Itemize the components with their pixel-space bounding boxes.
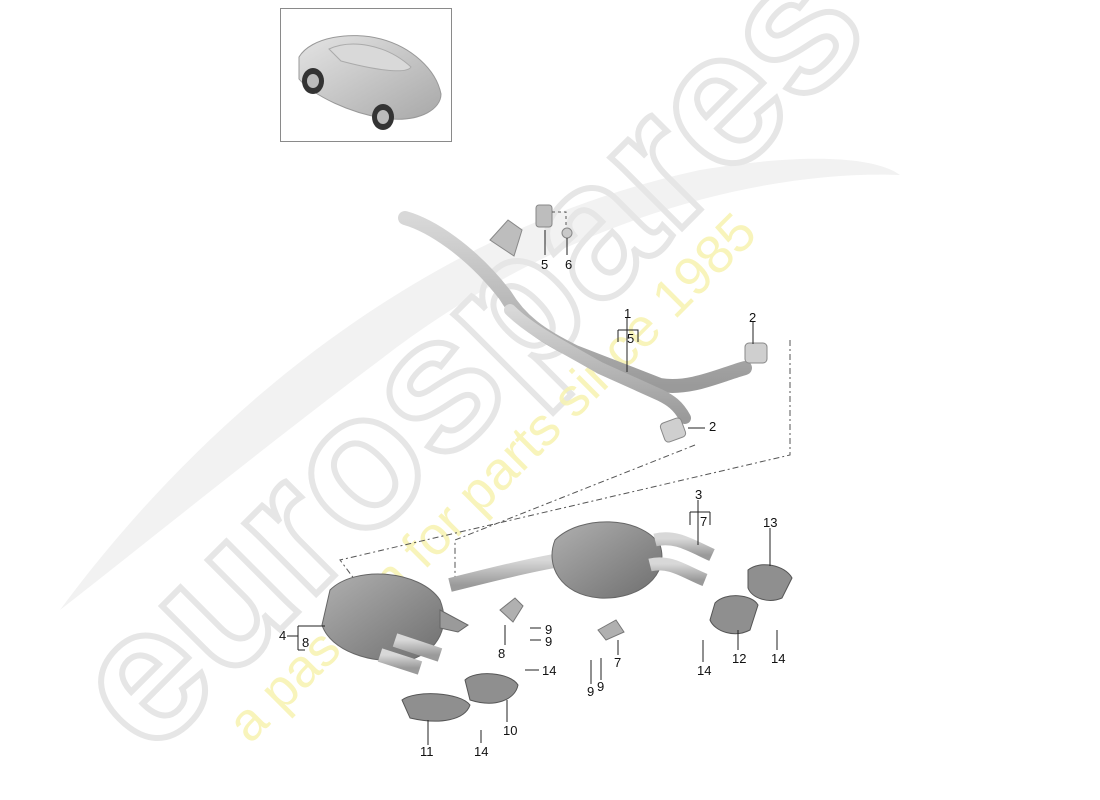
callout-14[interactable]: 14 bbox=[697, 663, 712, 678]
bracket-7[interactable] bbox=[597, 619, 625, 641]
callout-11[interactable]: 11 bbox=[420, 744, 434, 759]
callout-6[interactable]: 6 bbox=[565, 257, 573, 272]
hanger-bracket[interactable] bbox=[535, 204, 553, 228]
callout-8[interactable]: 8 bbox=[498, 646, 506, 661]
callout-10[interactable]: 10 bbox=[503, 723, 518, 738]
tailpipe-12[interactable] bbox=[709, 595, 759, 635]
callout-1[interactable]: 1 bbox=[624, 306, 632, 321]
tailpipe-13[interactable] bbox=[747, 564, 793, 601]
callout-9[interactable]: 9 bbox=[587, 684, 595, 699]
watermark-swoosh bbox=[60, 158, 900, 611]
centre-silencer[interactable] bbox=[448, 521, 715, 599]
leader-lines bbox=[287, 230, 778, 745]
vehicle-thumbnail bbox=[280, 8, 452, 142]
nut[interactable] bbox=[561, 227, 573, 239]
car-icon bbox=[298, 35, 442, 130]
callout-9[interactable]: 9 bbox=[545, 622, 553, 637]
clamp-lower[interactable] bbox=[659, 417, 687, 443]
callout-2[interactable]: 2 bbox=[749, 310, 757, 325]
callout-9[interactable]: 9 bbox=[597, 679, 605, 694]
tailpipe-11[interactable] bbox=[401, 693, 471, 722]
clamp-upper[interactable] bbox=[744, 342, 768, 364]
callout-4[interactable]: 4 bbox=[279, 628, 287, 643]
rear-silencer[interactable] bbox=[321, 573, 469, 675]
callout-12[interactable]: 12 bbox=[732, 651, 747, 666]
callout-8[interactable]: 8 bbox=[302, 635, 310, 650]
callout-5[interactable]: 5 bbox=[627, 331, 635, 346]
callout-13[interactable]: 13 bbox=[763, 515, 778, 530]
callout-2[interactable]: 2 bbox=[709, 419, 717, 434]
callout-7[interactable]: 7 bbox=[700, 514, 708, 529]
callout-7[interactable]: 7 bbox=[614, 655, 622, 670]
callout-14[interactable]: 14 bbox=[542, 663, 557, 678]
callout-14[interactable]: 14 bbox=[771, 651, 786, 666]
front-y-pipe[interactable] bbox=[398, 211, 752, 424]
callout-3[interactable]: 3 bbox=[695, 487, 703, 502]
tailpipe-10[interactable] bbox=[464, 673, 519, 704]
callout-14[interactable]: 14 bbox=[474, 744, 489, 759]
callout-9[interactable]: 9 bbox=[545, 634, 553, 649]
bracket-8[interactable] bbox=[499, 597, 524, 623]
callout-5[interactable]: 5 bbox=[541, 257, 549, 272]
